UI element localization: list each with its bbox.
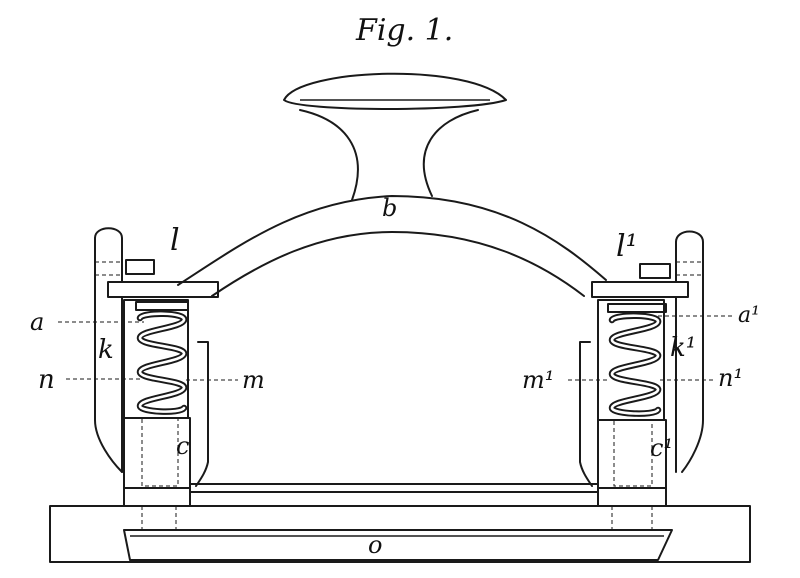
right-guide-post: [639, 230, 704, 473]
label-a1: a¹: [738, 303, 760, 328]
connecting-bar: [189, 483, 599, 493]
label-n1: n¹: [718, 364, 743, 392]
knob: [283, 72, 507, 201]
label-c1: c¹: [650, 434, 673, 462]
label-b: b: [382, 194, 397, 222]
label-o: o: [368, 531, 382, 559]
figure-title: Fig. 1.: [355, 13, 453, 48]
label-a: a: [30, 308, 44, 336]
right-crossbar: [591, 281, 689, 298]
left-guide-post: [94, 227, 155, 473]
label-m1: m¹: [522, 366, 554, 394]
leader-lines: [58, 315, 732, 381]
left-stop-pin-l: [125, 259, 155, 275]
base-block: [49, 505, 751, 563]
right-spring-assembly: [579, 299, 667, 507]
label-c: c: [176, 432, 189, 460]
label-k1: k¹: [670, 333, 696, 363]
left-spring-assembly: [123, 299, 209, 507]
label-m: m: [242, 366, 265, 394]
label-l: l: [170, 223, 180, 258]
label-k: k: [98, 335, 114, 365]
label-l1: l¹: [616, 229, 638, 264]
label-n: n: [38, 365, 55, 395]
left-crossbar: [107, 281, 219, 298]
right-stop-pin-l1: [639, 263, 671, 279]
arched-handle: [177, 195, 607, 297]
